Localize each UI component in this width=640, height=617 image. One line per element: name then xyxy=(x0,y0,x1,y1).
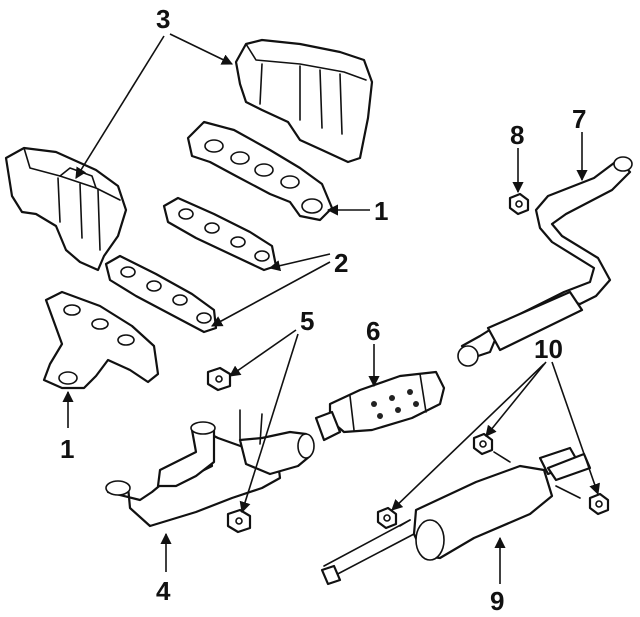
exhaust-manifold-left xyxy=(42,290,160,390)
nut-8 xyxy=(508,192,530,216)
heat-shield-upper xyxy=(234,38,374,164)
exhaust-manifold-right xyxy=(186,120,334,222)
callout-8: 8 xyxy=(510,120,524,150)
callout-4: 4 xyxy=(156,576,171,606)
callout-9: 9 xyxy=(490,586,504,616)
nut-10-right xyxy=(588,492,610,516)
callout-6: 6 xyxy=(366,316,380,346)
callout-1-left: 1 xyxy=(60,434,74,464)
callout-5: 5 xyxy=(300,306,314,336)
muffler xyxy=(320,446,592,586)
catalytic-converter xyxy=(314,370,446,442)
callout-2: 2 xyxy=(334,248,348,278)
callout-7: 7 xyxy=(572,104,586,134)
nut-upper-5 xyxy=(206,366,232,392)
nut-10-left xyxy=(376,506,398,530)
manifold-gasket-upper xyxy=(162,196,278,272)
callout-10: 10 xyxy=(534,334,563,364)
nut-10-upper xyxy=(472,432,494,456)
intermediate-pipe xyxy=(457,156,633,367)
manifold-gasket-lower xyxy=(104,254,218,334)
heat-shield-front xyxy=(4,146,128,272)
leader-lines xyxy=(62,33,600,584)
front-pipe xyxy=(105,409,315,528)
callout-3: 3 xyxy=(156,4,170,34)
callout-1-right: 1 xyxy=(374,196,388,226)
nut-lower-5 xyxy=(226,508,252,534)
